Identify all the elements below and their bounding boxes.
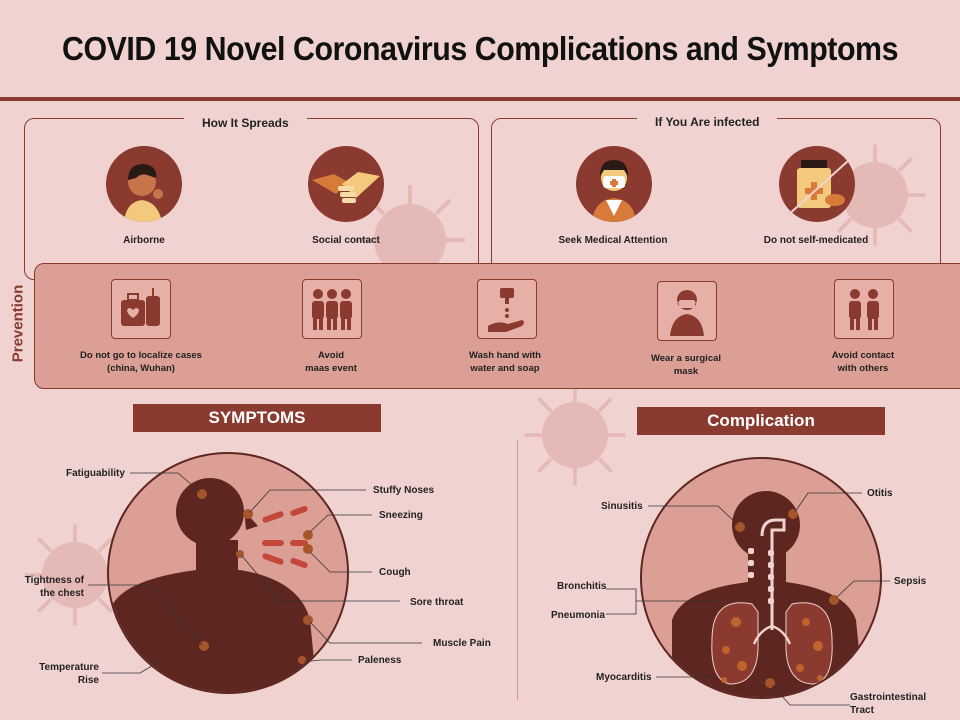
complication-gastro-line2: Tract: [850, 705, 874, 716]
symptoms-body-figure: [88, 452, 422, 694]
virus-background-icon: [524, 384, 626, 486]
complication-pneumonia-label: Pneumonia: [551, 610, 605, 621]
prevention-label: Do not go to localize cases (china, Wuha…: [56, 349, 226, 375]
prevention-label: Avoid maas event: [246, 349, 416, 375]
prevention-label-line2: (china, Wuhan): [107, 363, 175, 374]
symptoms-heading: SYMPTOMS: [131, 402, 383, 434]
prevention-heading-container: Prevention: [0, 263, 34, 387]
social-contact-label: Social contact: [312, 235, 380, 246]
seek-medical-label: Seek Medical Attention: [558, 235, 668, 246]
two-people-icon: [834, 279, 894, 339]
title-divider: [0, 97, 960, 101]
masked-person-icon: [657, 281, 717, 341]
complication-gastro-label: Gastrointestinal Tract: [850, 691, 926, 717]
symptom-stuffy-noses-label: Stuffy Noses: [373, 485, 435, 496]
virus-background-icon: [24, 524, 126, 626]
symptom-cough-label: Cough: [379, 567, 411, 578]
prevention-label-line2: maas event: [305, 363, 357, 374]
symptom-temperature-line2: Rise: [77, 675, 99, 686]
symptom-temperature-line1: Temperature: [39, 662, 99, 673]
symptom-sneezing-label: Sneezing: [379, 510, 423, 521]
complication-bronchitis-label: Bronchitis: [557, 581, 607, 592]
how-it-spreads-panel: [24, 118, 479, 280]
symptom-tightness-line2: the chest: [40, 588, 84, 599]
prevention-label-line2: with others: [837, 363, 889, 374]
symptom-tightness-label: Tightness of the chest: [10, 574, 84, 600]
medicine-bottle-icon: [779, 146, 855, 222]
how-it-spreads-heading: How It Spreads: [184, 116, 307, 130]
prevention-label-line1: Wear a surgical: [650, 353, 722, 364]
airborne-label: Airborne: [123, 235, 165, 246]
complication-body-figure: [606, 457, 890, 706]
symptom-fatiguability-label: Fatiguability: [66, 468, 125, 479]
complication-sinusitis-label: Sinusitis: [601, 501, 643, 512]
handwash-icon: [477, 279, 537, 339]
virus-background-icon: [355, 185, 465, 295]
symptom-sore-throat-label: Sore throat: [410, 597, 464, 608]
section-divider: [517, 440, 518, 700]
crowd-icon: [302, 279, 362, 339]
symptom-temperature-label: Temperature Rise: [10, 661, 99, 687]
prevention-heading: Prevention: [9, 284, 27, 363]
coughing-person-icon: [106, 146, 182, 222]
prevention-label-line1: Do not go to localize cases: [80, 350, 202, 361]
prevention-label-line2: water and soap: [470, 363, 540, 374]
symptom-paleness-label: Paleness: [358, 655, 402, 666]
complication-otitis-label: Otitis: [867, 488, 893, 499]
prevention-label-line1: Avoid contact: [831, 350, 895, 361]
prevention-label-line1: Avoid: [317, 350, 345, 361]
if-infected-heading: If You Are infected: [637, 115, 778, 129]
doctor-icon: [576, 146, 652, 222]
symptom-muscle-pain-label: Muscle Pain: [433, 638, 491, 649]
complication-heading: Complication: [635, 405, 887, 437]
page-title: COVID 19 Novel Coronavirus Complications…: [61, 30, 898, 67]
complication-myocarditis-label: Myocarditis: [596, 672, 652, 683]
prevention-label: Wear a surgical mask: [601, 352, 771, 378]
symptom-tightness-line1: Tightness of: [24, 575, 84, 586]
prevention-label-line2: mask: [673, 366, 699, 377]
complication-sepsis-label: Sepsis: [894, 576, 927, 587]
prevention-label-line1: Wash hand with: [469, 350, 541, 361]
luggage-icon: [111, 279, 171, 339]
if-infected-panel: [491, 118, 941, 280]
complication-gastro-line1: Gastrointestinal: [850, 692, 927, 703]
no-self-medicate-label: Do not self-medicated: [763, 235, 869, 246]
prevention-label: Wash hand with water and soap: [420, 349, 590, 375]
handshake-icon: [308, 146, 384, 222]
prevention-label: Avoid contact with others: [778, 349, 948, 375]
